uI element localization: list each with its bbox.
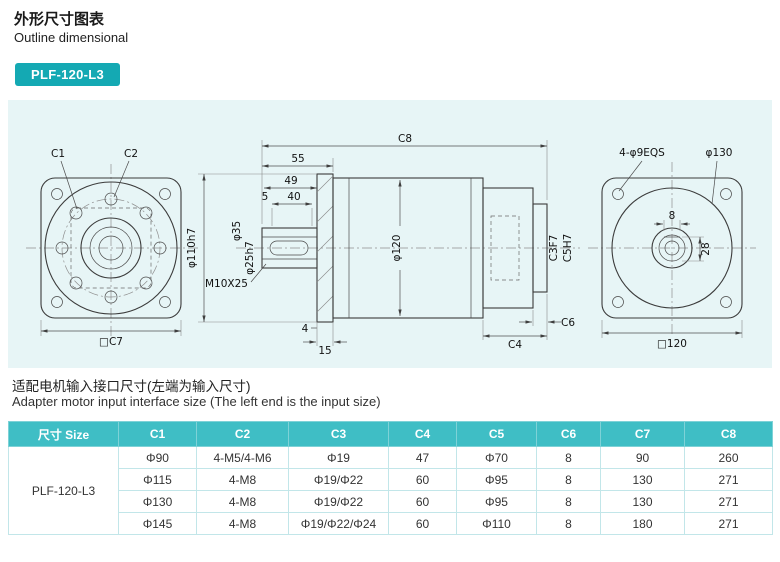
dim-label-c1: C1 — [51, 148, 65, 160]
table-cell: 130 — [600, 490, 685, 513]
table-cell: Φ19/Φ22 — [288, 490, 389, 513]
header-cell-c2: C2 — [196, 421, 289, 447]
header-cell-c3: C3 — [288, 421, 389, 447]
table-cell: Φ19/Φ22 — [288, 468, 389, 491]
dim-label-c3: C3F7 — [548, 235, 560, 262]
dim-label-thread: M10X25 — [205, 278, 248, 290]
table-cell: 60 — [388, 490, 457, 513]
header-cell-size: 尺寸 Size — [8, 421, 119, 447]
header-cell-c1: C1 — [118, 421, 197, 447]
header-cell-c4: C4 — [388, 421, 457, 447]
table-cell: 271 — [684, 490, 773, 513]
dim-label-c2: C2 — [124, 148, 138, 160]
table-cell: 260 — [684, 446, 773, 469]
dim-label-holes: 4-φ9EQS — [619, 147, 665, 159]
table-row: Φ115 4-M8 Φ19/Φ22 60 Φ95 8 130 271 — [9, 468, 773, 491]
table-cell: 271 — [684, 512, 773, 535]
table-cell: Φ145 — [118, 512, 197, 535]
outline-drawing: C1 C2 □C7 C8 55 — [26, 133, 756, 357]
dim-label-c5: C5H7 — [562, 234, 574, 263]
dim-label-dia130: φ130 — [706, 147, 733, 159]
table-cell: 8 — [536, 512, 601, 535]
dim-label-dia25: φ25h7 — [244, 241, 256, 275]
table-cell: 90 — [600, 446, 685, 469]
table-cell: 4-M8 — [196, 512, 289, 535]
dim-label-4: 4 — [302, 323, 309, 335]
dimension-table: 尺寸 Size C1 C2 C3 C4 C5 C6 C7 C8 PLF-120-… — [8, 421, 773, 535]
front-view: C1 C2 □C7 — [40, 148, 182, 348]
dim-label-dia120: φ120 — [391, 235, 403, 262]
dim-label-28: 28 — [700, 242, 712, 255]
table-cell: 4-M5/4-M6 — [196, 446, 289, 469]
side-view: C8 55 49 5 40 φ35 φ25h7 φ110h7 M10X25 φ1… — [186, 133, 575, 357]
table-cell: Φ95 — [456, 468, 537, 491]
page-title-en: Outline dimensional — [14, 30, 129, 45]
table-header-row: 尺寸 Size C1 C2 C3 C4 C5 C6 C7 C8 — [8, 421, 773, 447]
dim-label-dia35: φ35 — [231, 221, 243, 241]
table-cell: Φ115 — [118, 468, 197, 491]
dim-label-c8: C8 — [398, 133, 412, 145]
model-cell: PLF-120-L3 — [8, 446, 119, 535]
table-cell: 60 — [388, 512, 457, 535]
adapter-note-en: Adapter motor input interface size (The … — [12, 394, 381, 409]
table-cell: 130 — [600, 468, 685, 491]
dim-label-c6: C6 — [561, 317, 575, 329]
table-cell: 60 — [388, 468, 457, 491]
table-cell: 271 — [684, 468, 773, 491]
rear-view: 8 28 4-φ9EQS φ130 □120 — [601, 147, 743, 350]
header-cell-c7: C7 — [600, 421, 685, 447]
dim-label-dia110: φ110h7 — [186, 228, 198, 268]
table-cell: Φ70 — [456, 446, 537, 469]
table-cell: 8 — [536, 446, 601, 469]
dim-label-c4: C4 — [508, 339, 522, 351]
table-cell: 4-M8 — [196, 490, 289, 513]
table-row: PLF-120-L3 Φ90 4-M5/4-M6 Φ19 47 Φ70 8 90… — [8, 446, 773, 535]
adapter-note-zh: 适配电机输入接口尺寸(左端为输入尺寸) — [12, 379, 251, 394]
table-cell: Φ130 — [118, 490, 197, 513]
dim-label-5: 5 — [262, 191, 269, 203]
table-cell: 8 — [536, 490, 601, 513]
dim-label-8: 8 — [669, 210, 676, 222]
table-row: Φ130 4-M8 Φ19/Φ22 60 Φ95 8 130 271 — [9, 490, 773, 513]
dim-label-49: 49 — [284, 175, 297, 187]
header-cell-c5: C5 — [456, 421, 537, 447]
dim-label-40: 40 — [287, 191, 300, 203]
table-row: Φ145 4-M8 Φ19/Φ22/Φ24 60 Φ110 8 180 271 — [9, 512, 773, 535]
header-cell-c8: C8 — [684, 421, 773, 447]
table-cell: Φ90 — [118, 446, 197, 469]
dim-label-c7: □C7 — [99, 336, 123, 348]
table-cell: 4-M8 — [196, 468, 289, 491]
table-cell: 180 — [600, 512, 685, 535]
dim-label-sq120: □120 — [657, 338, 687, 350]
table-cell: Φ19 — [288, 446, 389, 469]
page-title-zh: 外形尺寸图表 — [14, 11, 105, 28]
table-cell: Φ95 — [456, 490, 537, 513]
drawing-panel: C1 C2 □C7 C8 55 — [8, 100, 772, 368]
dim-label-55: 55 — [291, 153, 304, 165]
table-cell: Φ110 — [456, 512, 537, 535]
table-cell: 8 — [536, 468, 601, 491]
model-badge: PLF-120-L3 — [15, 63, 121, 86]
header-cell-c6: C6 — [536, 421, 601, 447]
table-cell: 47 — [388, 446, 457, 469]
dim-label-15: 15 — [318, 345, 331, 357]
table-cell: Φ19/Φ22/Φ24 — [288, 512, 389, 535]
